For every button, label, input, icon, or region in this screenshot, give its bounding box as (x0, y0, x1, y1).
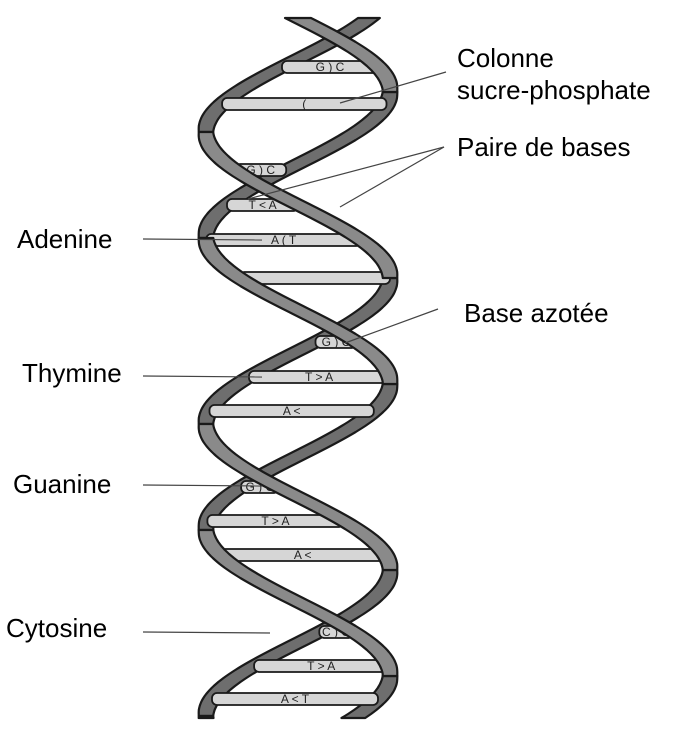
base-pair-bar (208, 404, 375, 418)
strand-a-segment (197, 528, 399, 678)
base-pair-label: A < (294, 548, 312, 562)
base-pair-label: T > A (305, 370, 333, 384)
base-pair-label: A < (283, 404, 301, 418)
strand-b-segment (197, 130, 399, 280)
base-pair-rung (238, 271, 391, 285)
base-pair-rung: ( (221, 97, 388, 111)
helix-front-layer (197, 16, 399, 720)
strand-b-segment (197, 714, 215, 720)
base-pair-rung: T > A (253, 659, 390, 673)
base-pair-label: A < T (281, 692, 310, 706)
strand-a-segment (197, 236, 399, 386)
label-backbone-line1: Colonne (457, 43, 554, 73)
base-pair-rung: T > A (248, 370, 391, 384)
base-pair-label: T < A (249, 198, 277, 212)
base-pair-rung: A < T (211, 692, 379, 706)
strand-b-segment (197, 16, 381, 134)
leader-backbone (339, 71, 447, 104)
leader-base-pair-2 (339, 146, 445, 208)
leader-adenine (142, 238, 263, 241)
strand-b-segment (197, 422, 399, 572)
label-thymine: Thymine (22, 358, 122, 388)
helix-back-layer (197, 16, 399, 720)
base-pair-rung: T > A (206, 514, 345, 528)
base-pair-label: ( (302, 97, 306, 111)
base-pair-rung: A < (219, 548, 387, 562)
leader-lines (142, 71, 447, 634)
strand-a-segment (340, 674, 399, 720)
strand-a-segment (283, 16, 399, 94)
base-pair-label: G ) C (316, 60, 345, 74)
label-guanine: Guanine (13, 469, 111, 499)
leader-thymine (142, 375, 263, 378)
label-base-pair: Paire de bases (457, 132, 630, 162)
base-pair-rung: A < (208, 404, 375, 418)
base-pair-label: T > A (261, 514, 289, 528)
base-pair-label: T > A (307, 659, 335, 673)
leader-base-pair-1 (247, 146, 445, 200)
label-backbone-line2: sucre-phosphate (457, 75, 651, 105)
leader-guanine (142, 484, 263, 487)
base-pair-bar (238, 271, 391, 285)
label-cytosine: Cytosine (6, 613, 107, 643)
label-nitrogen-base: Base azotée (464, 298, 609, 328)
leader-nitrogen-base (344, 308, 439, 344)
base-pair-label: A ( T (271, 233, 297, 247)
base-pair-rungs: G ) C(G ) CT < AA ( TG ) CT > AA <G ) CT… (205, 60, 391, 706)
base-pair-bar (211, 692, 379, 706)
leader-cytosine (142, 631, 271, 634)
label-adenine: Adenine (17, 224, 112, 254)
